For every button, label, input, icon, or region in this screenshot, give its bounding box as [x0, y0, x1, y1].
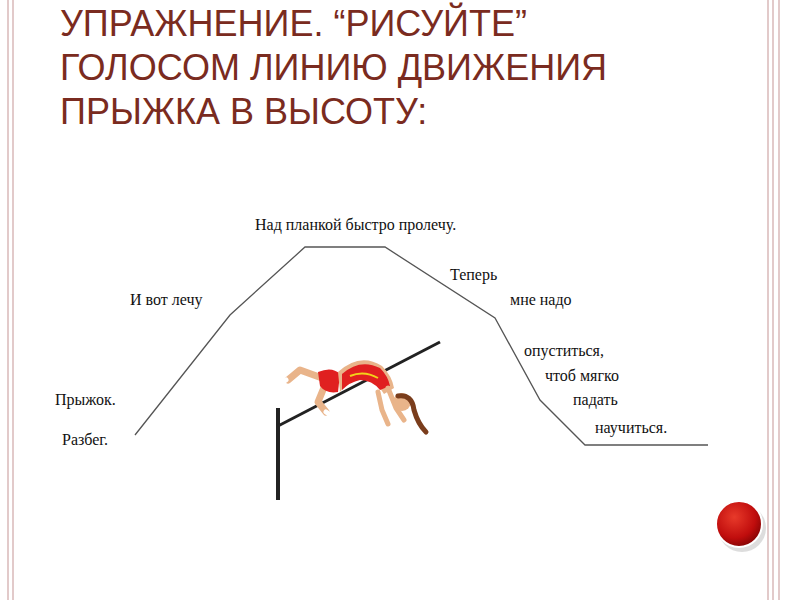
verse-line: Прыжок. — [55, 391, 116, 409]
verse-line: Разбег. — [62, 431, 108, 449]
verse-line: мне надо — [510, 291, 572, 309]
verse-line: И вот лечу — [130, 291, 203, 309]
verse-line: опуститься, — [524, 342, 604, 360]
high-jump-illustration — [278, 342, 440, 500]
side-rules — [8, 0, 779, 600]
verse-line: падать — [573, 391, 618, 409]
slide-title: УПРАЖНЕНИЕ. “РИСУЙТЕ” ГОЛОСОМ ЛИНИЮ ДВИЖ… — [60, 2, 700, 134]
verse-line: Теперь — [450, 266, 497, 284]
verse-line: чтоб мягко — [545, 367, 619, 385]
red-dot — [716, 501, 762, 547]
verse-line: научиться. — [595, 419, 667, 437]
trajectory-line — [135, 247, 708, 445]
verse-line: Над планкой быстро пролечу. — [255, 216, 456, 234]
